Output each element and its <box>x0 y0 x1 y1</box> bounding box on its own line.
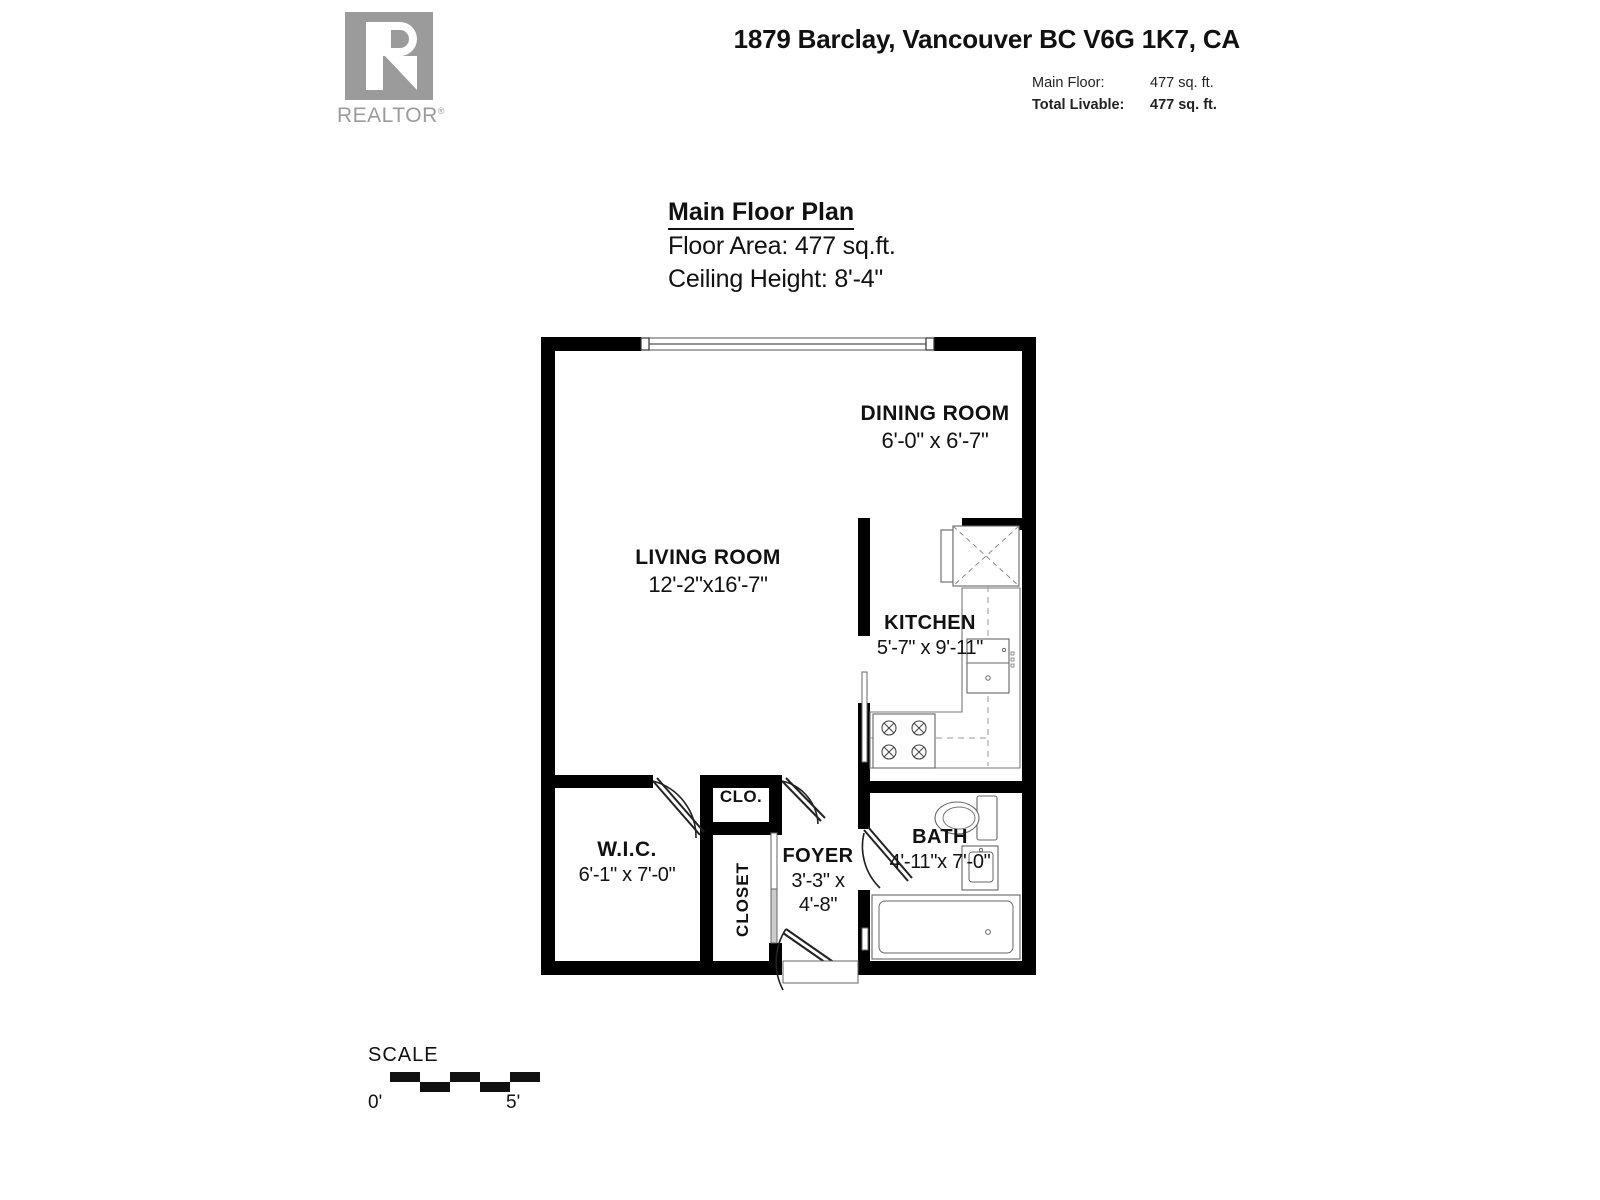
bath-door-icon <box>861 826 913 889</box>
bathroom-vanity-sink-icon <box>961 845 999 891</box>
wic-dim: 6'-1" x 7'-0" <box>578 864 676 886</box>
room-label-wic: W.I.C. 6'-1" x 7'-0" <box>532 838 722 887</box>
wall-right-exterior <box>1022 337 1036 975</box>
property-address: 1879 Barclay, Vancouver BC V6G 1K7, CA <box>733 24 1241 54</box>
wall-kitchen-bath <box>858 781 1036 793</box>
range-cooktop-icon <box>872 713 936 769</box>
foyer-name: FOYER <box>782 845 854 867</box>
dining-room-dim: 6'-0" x 6'-7" <box>881 428 989 453</box>
area-row-total-livable: Total Livable: 477 sq. ft. <box>930 94 1230 116</box>
kitchen-sink-icon <box>966 638 1015 694</box>
page-title: Main Floor Plan <box>668 198 855 230</box>
wall-left-exterior <box>541 337 555 975</box>
realtor-wordmark: REALTOR® <box>337 104 444 128</box>
wall-bottom-left <box>541 961 781 975</box>
area-value-total-livable: 477 sq. ft. <box>1150 97 1217 113</box>
scale-segment <box>450 1072 480 1082</box>
scale-segment <box>510 1072 540 1082</box>
refrigerator-icon <box>940 525 1020 587</box>
living-room-name: LIVING ROOM <box>635 546 781 569</box>
exterior-walls <box>541 337 1036 975</box>
area-label-main-floor: Main Floor: <box>1032 75 1105 91</box>
room-label-bath: BATH 4'-11"x 7'-0" <box>855 826 1025 874</box>
area-value-main-floor: 477 sq. ft. <box>1150 75 1214 91</box>
page-header: REALTOR® 1879 Barclay, Vancouver BC V6G … <box>0 0 1600 150</box>
realtor-r-leg <box>385 56 417 90</box>
room-label-clo: CLO. <box>700 787 782 807</box>
kitchen-dim: 5'-7" x 9'-11" <box>876 637 984 659</box>
wall-clo-bottom <box>700 822 782 835</box>
scale-end-label: 5' <box>506 1092 521 1113</box>
realtor-wordmark-text: REALTOR <box>337 104 438 127</box>
wall-living-kitchen <box>858 518 870 636</box>
bathroom-fixtures <box>861 795 1021 960</box>
scale-bar-block: SCALE 0' 5' <box>368 1044 548 1124</box>
dining-room-name: DINING ROOM <box>860 402 1010 425</box>
registered-mark: ® <box>437 106 445 116</box>
area-label-total-livable: Total Livable: <box>1032 97 1125 113</box>
area-row-main-floor: Main Floor: 477 sq. ft. <box>930 72 1230 94</box>
scale-start-label: 0' <box>368 1092 383 1113</box>
wall-closet-foyer <box>769 775 782 822</box>
scale-segment <box>480 1082 510 1092</box>
scale-segment <box>420 1082 450 1092</box>
doors <box>652 777 913 991</box>
wic-door-icon <box>652 777 705 839</box>
plan-title-block: Main Floor Plan Floor Area: 477 sq.ft. C… <box>668 198 1088 296</box>
living-room-dim: 12'-2"x16'-7" <box>648 572 768 597</box>
area-summary: Main Floor: 477 sq. ft. Total Livable: 4… <box>930 72 1230 116</box>
closet-bifold-icon <box>770 832 778 944</box>
clo-door-icon <box>781 777 826 825</box>
bath-dim: 4'-11"x 7'-0" <box>889 851 991 873</box>
room-label-dining-room: DINING ROOM 6'-0" x 6'-7" <box>835 402 1035 454</box>
kitchen-fixtures <box>861 525 1021 769</box>
plan-floor-area: Floor Area: 477 sq.ft. <box>668 232 896 260</box>
room-label-foyer: FOYER 3'-3" x 4'-8" <box>758 845 878 917</box>
bathtub-icon <box>871 894 1021 960</box>
kitchen-counter <box>869 587 1021 769</box>
plan-ceiling-height: Ceiling Height: 8'-4" <box>668 265 884 293</box>
foyer-dim-line1: 3'-3" x <box>791 870 845 892</box>
room-label-living-room: LIVING ROOM 12'-2"x16'-7" <box>608 546 808 598</box>
wall-living-south-right <box>710 775 782 788</box>
kitchen-name: KITCHEN <box>884 612 976 634</box>
wall-living-south-left <box>541 775 653 788</box>
foyer-dim-line2: 4'-8" <box>798 894 838 916</box>
realtor-r-icon <box>345 12 433 100</box>
wall-top-right-stub <box>934 337 1036 351</box>
room-label-kitchen: KITCHEN 5'-7" x 9'-11" <box>830 612 1030 660</box>
realtor-r-counter <box>391 30 409 48</box>
clo-name: CLO. <box>719 787 763 806</box>
wic-name: W.I.C. <box>597 838 657 861</box>
room-label-closet: CLOSET <box>733 862 752 937</box>
scale-segment <box>390 1072 420 1082</box>
scale-bar-graphic <box>390 1072 540 1092</box>
scale-label: SCALE <box>368 1044 439 1066</box>
toilet-icon <box>934 795 998 841</box>
window-icon <box>640 337 935 351</box>
realtor-r-stem <box>366 22 383 90</box>
wall-bottom-right <box>860 961 1036 975</box>
kitchen-pony-wall <box>861 671 868 763</box>
entry-door-icon <box>775 928 859 991</box>
wall-top-left-stub <box>541 337 641 351</box>
bath-name: BATH <box>912 826 968 848</box>
bath-wall-jamb <box>861 927 869 951</box>
realtor-logo: REALTOR® <box>337 12 444 128</box>
